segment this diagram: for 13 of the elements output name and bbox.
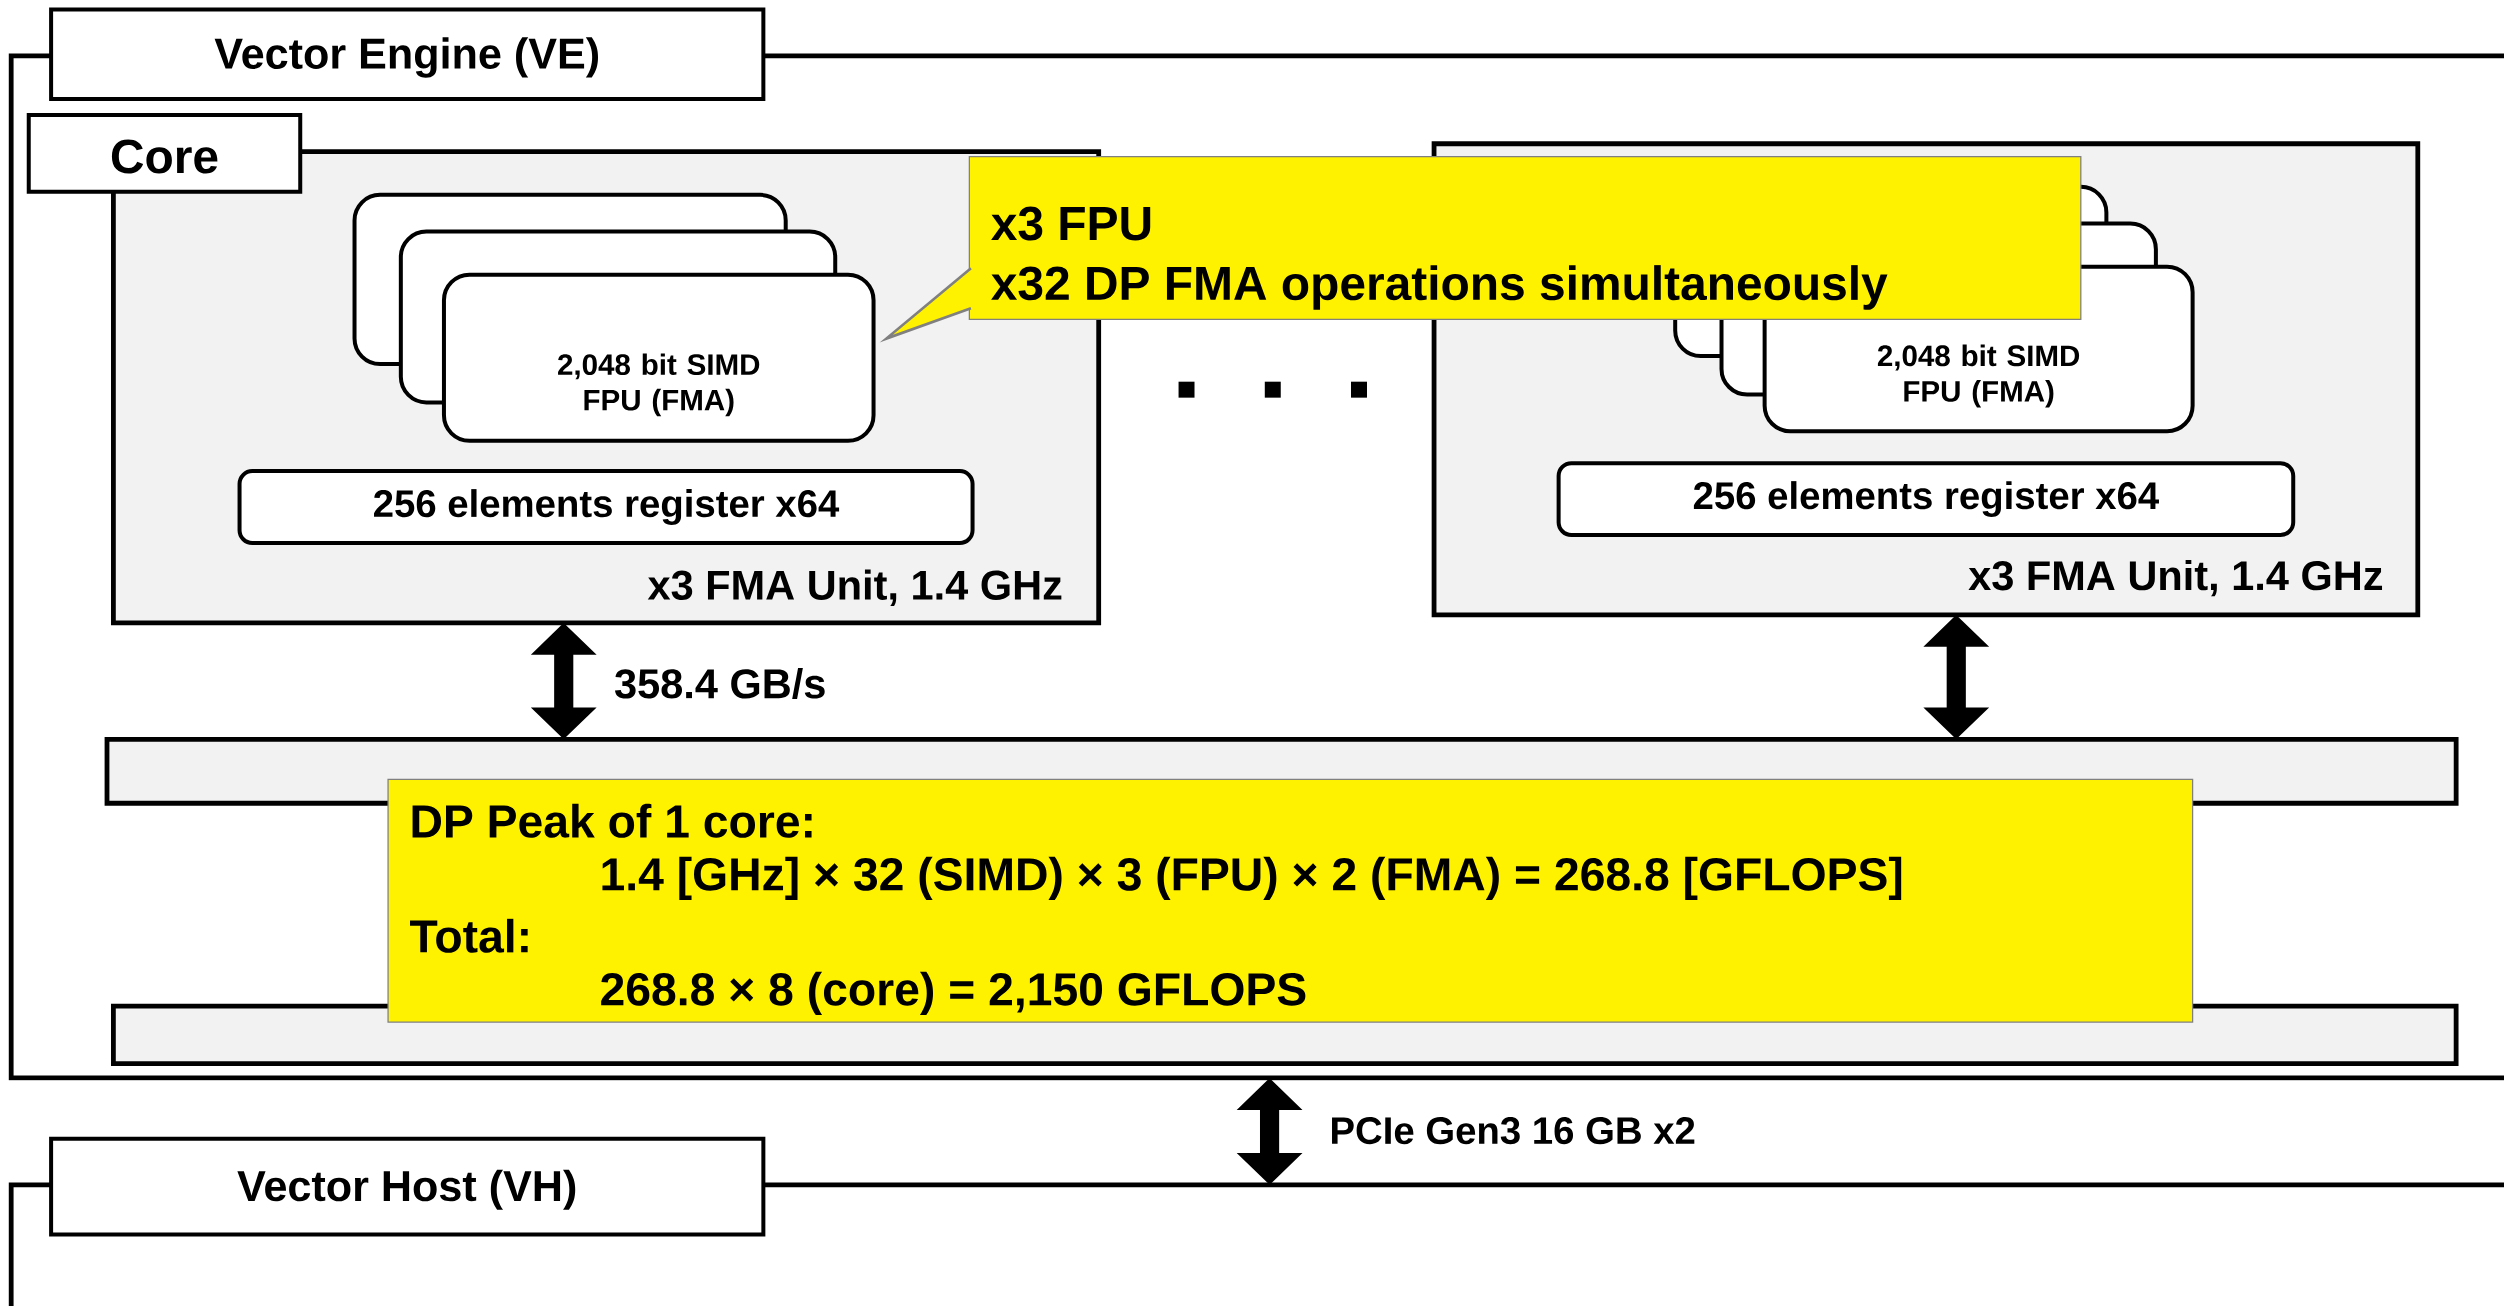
title-tab: Core xyxy=(26,112,303,194)
edge-label: 358.4 GB/s xyxy=(615,667,825,699)
unit-label: x3 FMA Unit, 1.4 GHz xyxy=(1968,559,2382,597)
title-tab: Vector Host (VH) xyxy=(49,1136,766,1237)
callout-box: x3 FPU x32 DP FMA operations simultaneously xyxy=(968,155,2082,320)
fpu-card: 2,048 bit SIMD FPU (FMA) xyxy=(441,272,876,443)
register-box: 256 elements register x64 xyxy=(237,469,975,545)
unit-label: x3 FMA Unit, 1.4 GHz xyxy=(647,569,1062,606)
title-tab: Vector Engine (VE) xyxy=(49,7,766,101)
edge-label: PCIe Gen3 16 GB x2 xyxy=(1332,1116,1695,1145)
callout-box: DP Peak of 1 core: 1.4 [GHz] × 32 (SIMD) × 3 (FPU) × 2 (FMA) = 268.8 [GFLOPS] Total: 268.8 × 8 (core) = 2,150 GFLOPS xyxy=(387,778,2194,1023)
callout-tail xyxy=(879,266,973,343)
register-box: 256 elements register x64 xyxy=(1556,461,2296,537)
